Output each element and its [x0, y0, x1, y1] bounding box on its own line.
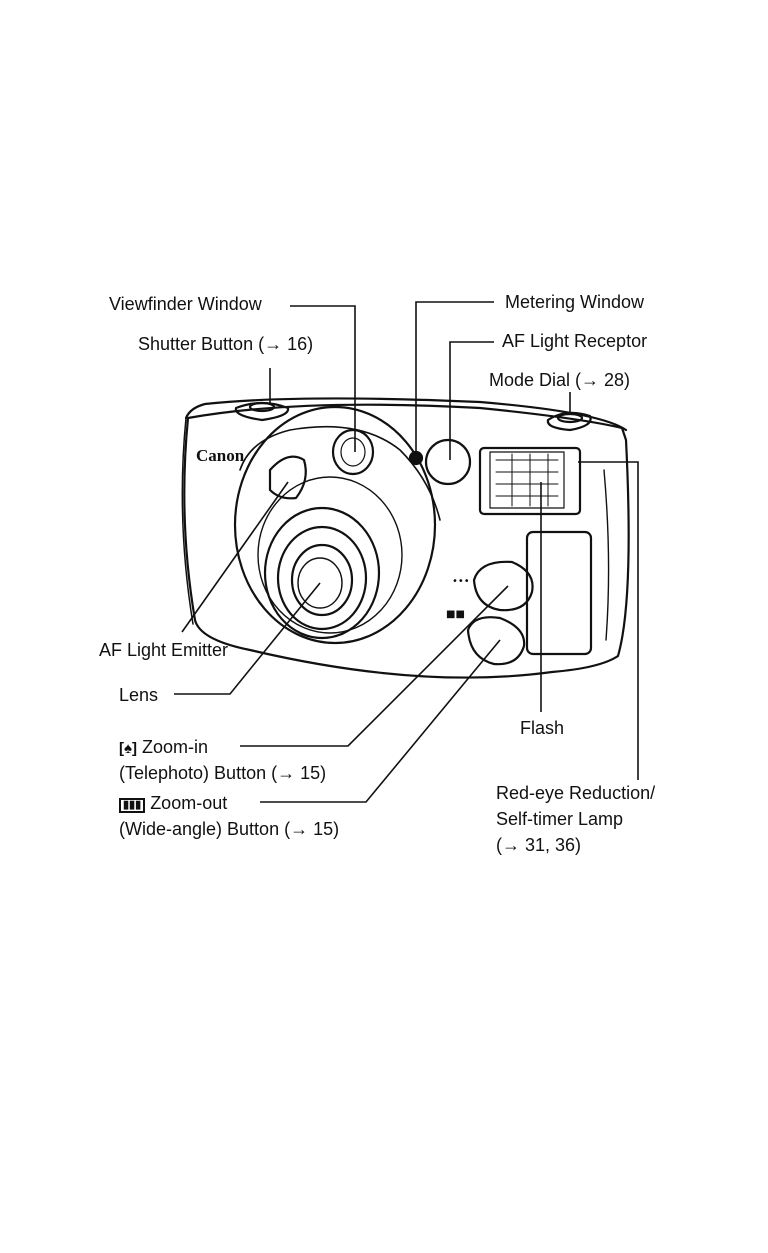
viewfinder-window-shape: [333, 430, 373, 474]
label-metering-window: Metering Window: [505, 292, 644, 312]
leader-viewfinder: [290, 306, 355, 452]
metering-window-shape: [410, 452, 422, 464]
label-flash: Flash: [520, 718, 564, 738]
camera-body: [184, 405, 628, 678]
label-zoom-out-line2: (Wide-angle) Button (→ 15): [119, 819, 339, 839]
label-red-eye-line3: (→ 31, 36): [496, 835, 581, 855]
leader-zoom-in: [240, 586, 508, 746]
zoom-out-button-shape: [468, 617, 524, 664]
label-viewfinder-window: Viewfinder Window: [109, 294, 262, 314]
svg-text:•••: •••: [452, 576, 470, 587]
label-zoom-out: ▮▮▮ Zoom-out: [119, 793, 227, 813]
camera-brand-logo: Canon: [196, 446, 244, 466]
label-red-eye-line1: Red-eye Reduction/: [496, 783, 655, 803]
af-receptor-shape: [426, 440, 470, 484]
label-shutter-button: Shutter Button (→ 16): [138, 334, 313, 354]
zoom-in-button-shape: [474, 562, 533, 610]
label-lens: Lens: [119, 685, 158, 705]
label-zoom-out-line1: Zoom-out: [150, 793, 227, 813]
label-red-eye-line2: Self-timer Lamp: [496, 809, 623, 829]
leader-metering: [416, 302, 494, 452]
svg-text:■■: ■■: [446, 609, 465, 620]
label-af-light-emitter: AF Light Emitter: [99, 640, 228, 660]
label-mode-dial: Mode Dial (→ 28): [489, 370, 630, 390]
zoom-in-telephoto-icon: [♠]: [119, 739, 137, 759]
leader-af-emitter: [182, 482, 288, 632]
label-zoom-in-line2: (Telephoto) Button (→ 15): [119, 763, 326, 783]
zoom-out-wide-icon: ▮▮▮: [119, 798, 145, 813]
label-zoom-in-line1: Zoom-in: [142, 737, 208, 757]
label-af-light-receptor: AF Light Receptor: [502, 331, 647, 351]
label-zoom-in: [♠] Zoom-in: [119, 737, 208, 759]
